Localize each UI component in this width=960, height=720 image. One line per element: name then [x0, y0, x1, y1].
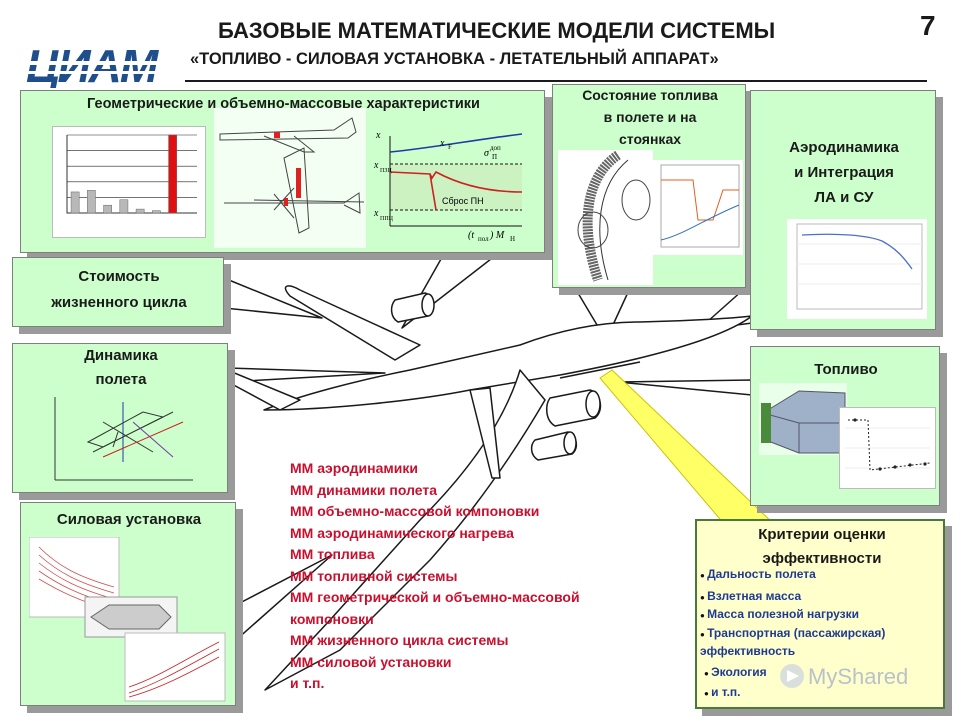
criteria-item: ● Экология [704, 665, 767, 679]
svg-text:MyShared: MyShared [808, 664, 908, 689]
bar [135, 208, 145, 214]
svg-text:ППЦ: ППЦ [380, 216, 394, 222]
svg-text:П: П [492, 153, 497, 161]
criteria-label: Масса полезной нагрузки [707, 607, 860, 621]
title-underline [185, 80, 927, 82]
bar [152, 210, 161, 214]
bullet-icon: ● [700, 630, 708, 639]
bullet-icon: ● [700, 611, 708, 620]
cost-title-2: жизненного цикла [51, 294, 187, 311]
bar-chart-svg [66, 134, 197, 214]
chart-axes [66, 135, 197, 214]
fuel-temp-chart [653, 160, 743, 255]
svg-text:x: x [439, 138, 445, 149]
power-plant-title: Силовая установка [56, 511, 202, 528]
mm-item: ММ аэродинамики [290, 460, 418, 476]
bullet-icon: ● [704, 689, 712, 698]
fuel-state-title-1: Состояние топлива [582, 87, 718, 103]
watermark: MyShared [778, 660, 928, 692]
criteria-label: эффективность [700, 644, 796, 658]
cost-title-1: Стоимость [78, 268, 160, 285]
bar [87, 190, 96, 214]
criteria-title-2: эффективности [762, 550, 882, 567]
aero-chart [787, 219, 927, 319]
criteria-label: Взлетная масса [707, 589, 802, 603]
aero-title-3: ЛА и СУ [814, 189, 874, 206]
power-plant-box: Силовая установка [20, 502, 236, 706]
mm-list: ММ аэродинамики ММ динамики полета ММ объе… [290, 458, 580, 695]
fuel-tank-image [558, 150, 653, 285]
bar [103, 204, 112, 214]
criteria-box: Критерии оценки эффективности [695, 519, 945, 709]
svg-text:H: H [510, 235, 515, 243]
svg-text:x: x [373, 208, 379, 219]
criteria-item: ● Дальность полета [700, 567, 816, 581]
cg-graph: x x F σ П доп x ПЗЦ x ППЦ Сброс ПН (t по… [372, 126, 540, 243]
svg-text:(t: (t [468, 230, 474, 241]
criteria-item: эффективность [700, 644, 795, 658]
criteria-title-1: Критерии оценки [758, 526, 886, 543]
criteria-label: Транспортная (пассажирская) [707, 626, 886, 640]
fuel-title: Топливо [814, 361, 878, 378]
aero-title-2: и Интеграция [794, 164, 894, 181]
mm-item: ММ геометрической и объемно-массовой [290, 589, 580, 605]
flight-dynamics-box: Динамика полета [12, 343, 228, 493]
mm-item: ММ топливной системы [290, 567, 458, 584]
criteria-item: ● Взлетная масса [700, 589, 801, 603]
mm-item: и т.п. [290, 675, 325, 691]
mm-item: компоновки [290, 610, 374, 627]
svg-text:пол: пол [478, 235, 489, 243]
svg-text:) M: ) M [489, 230, 505, 241]
fuel-state-title-2: в полете и на [603, 109, 697, 125]
dynamics-title-1: Динамика [84, 347, 158, 364]
criteria-label: Дальность полета [707, 567, 816, 581]
mm-item: ММ жизненного цикла системы [290, 632, 509, 648]
svg-text:ПЗЦ: ПЗЦ [380, 168, 392, 174]
logo-text: ЦИАМ [26, 40, 160, 88]
mm-item: ММ динамики полета [290, 481, 438, 498]
dynamics-title-2: полета [95, 371, 147, 388]
aircraft-views-image [214, 108, 366, 248]
slide-title-line1: БАЗОВЫЕ МАТЕМАТИЧЕСКИЕ МОДЕЛИ СИСТЕМЫ [218, 18, 776, 43]
bar [70, 191, 80, 214]
fuel-property-image [759, 383, 847, 455]
mm-item: ММ силовой установки [290, 653, 452, 670]
aero-title-1: Аэродинамика [789, 139, 899, 156]
ciam-logo: ЦИАМ [22, 40, 192, 92]
slide-title-line2: «ТОПЛИВО - СИЛОВАЯ УСТАНОВКА - ЛЕТАТЕЛЬН… [190, 50, 719, 68]
dynamics-diagram [54, 397, 193, 481]
criteria-item: ● и т.п. [704, 685, 741, 699]
mm-item: ММ аэродинамического нагрева [290, 524, 514, 541]
criteria-item: ● Масса полезной нагрузки [700, 607, 859, 621]
mm-item: ММ объемно-массовой компоновки [290, 503, 540, 519]
fuel-chart [839, 407, 936, 489]
svg-text:x: x [375, 130, 381, 141]
svg-text:F: F [448, 143, 452, 151]
mm-item: ММ топлива [290, 546, 375, 562]
cost-box: Стоимость жизненного цикла [12, 257, 224, 327]
fuel-state-title-3: стоянках [618, 131, 682, 147]
svg-text:σ: σ [484, 148, 490, 159]
bar [168, 134, 177, 214]
criteria-label: и т.п. [711, 685, 741, 699]
geometry-title: Геометрические и объемно-массовые характ… [87, 96, 480, 112]
svg-text:x: x [373, 160, 379, 171]
engine-performance-charts [29, 537, 226, 702]
fuel-box: Топливо [750, 346, 940, 506]
bullet-icon: ● [700, 593, 708, 602]
svg-text:доп: доп [490, 144, 501, 152]
bullet-icon: ● [700, 571, 708, 580]
svg-text:Сброс ПН: Сброс ПН [442, 196, 484, 206]
mass-bar-chart [52, 126, 206, 238]
page-number: 7 [920, 10, 936, 41]
criteria-item: ● Транспортная (пассажирская) [700, 626, 885, 640]
bullet-icon: ● [704, 669, 712, 678]
bar [119, 199, 129, 214]
aero-box: Аэродинамика и Интеграция ЛА и СУ [750, 90, 936, 330]
criteria-label: Экология [711, 665, 767, 679]
